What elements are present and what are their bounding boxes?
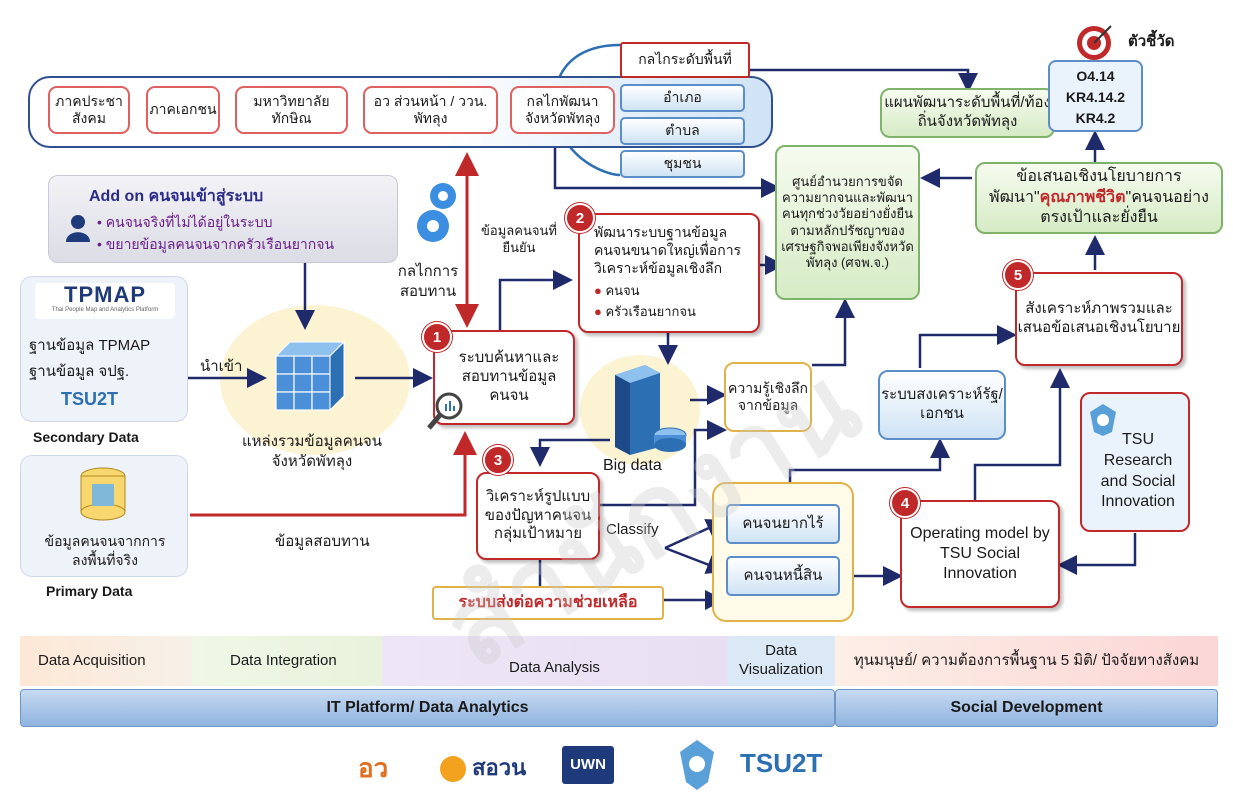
footer-logos: อว สอวน UWN TSU2T [350,740,830,795]
step2-box: พัฒนาระบบฐานข้อมูลคนจนขนาดใหญ่เพื่อการวิ… [578,213,760,333]
big-data-label: Big data [603,457,662,474]
referral-system: ระบบส่งต่อความช่วยเหลือ [432,586,664,620]
primary-text: ข้อมูลคนจนจากการลงพื้นที่จริง [44,533,166,568]
band-acquisition: Data Acquisition [20,636,192,686]
step2-number: 2 [565,203,595,233]
user-icon [65,214,91,242]
area-district: อำเภอ [620,84,745,112]
band-social: ทุนมนุษย์/ ความต้องการพื้นฐาน 5 มิติ/ ปั… [835,636,1218,686]
survey-data-label: ข้อมูลสอบทาน [275,533,370,550]
stakeholder-university: มหาวิทยาลัยทักษิณ [235,86,348,134]
step5-number: 5 [1003,260,1033,290]
kpi-item-2: KR4.14.2 [1065,89,1126,105]
band-analysis: Data Analysis [382,636,727,686]
secondary-caption: Secondary Data [33,429,139,445]
logo-ministry: อว [358,753,389,783]
kpi-item-3: KR4.2 [1075,110,1116,126]
it-platform-bar: IT Platform/ Data Analytics [20,689,835,727]
target-icon [1075,24,1113,62]
logo-tsu2t: TSU2T [740,748,823,778]
kpi-box: O4.14 KR4.14.2 KR4.2 [1048,60,1143,132]
step3-number: 3 [483,445,513,475]
insight-box: ความรู้เชิงลึกจากข้อมูล [724,362,812,432]
logo-tsri: สอวน [440,750,526,785]
secondary-data-panel: TPMAP Thai People Map and Analytics Plat… [20,276,188,422]
groups-panel [712,482,854,622]
poverty-center-box: ศูนย์อำนวยการขจัดความยากจนและพัฒนาคนทุกช… [775,145,920,300]
gear-icon [415,178,471,248]
data-pool-label: แหล่งรวมข้อมูลคนจนจังหวัดพัทลุง [241,433,383,470]
step4-box: Operating model by TSU Social Innovation [900,500,1060,608]
tsu2t-logo: TSU2T [61,389,119,409]
stakeholder-private-sector: ภาคเอกชน [146,86,220,134]
addon-item-1: • คนจนจริงที่ไม่ได้อยู่ในระบบ [97,214,273,230]
step3-box: วิเคราะห์รูปแบบของปัญหาคนจนกลุ่มเป้าหมาย [476,472,600,560]
verified-data-label: ข้อมูลคนจนที่ยืนยัน [481,223,557,255]
import-label: นำเข้า [200,358,243,375]
group-debt: คนจนหนี้สิน [726,556,840,596]
database-icon [76,466,131,521]
stakeholder-provincial-mechanism: กลไกพัฒนาจังหวัดพัทลุง [510,86,615,134]
kpi-item-1: O4.14 [1076,68,1115,84]
area-community: ชุมชน [620,150,745,178]
policy-box: ข้อเสนอเชิงนโยบายการพัฒนา"คุณภาพชีวิต"คน… [975,162,1223,234]
welfare-box: ระบบสงเคราะห์รัฐ/ เอกชน [878,370,1006,440]
addon-item-2: • ขยายข้อมูลคนจนจากครัวเรือนยากจน [97,236,335,252]
secondary-line-1: ฐานข้อมูล TPMAP [29,337,151,354]
kpi-title: ตัวชี้วัด [1128,33,1175,50]
stakeholder-provincial-gov: อว ส่วนหน้า / ววน. พัทลุง [363,86,498,134]
magnifier-icon [425,390,467,432]
group-destitute: คนจนยากไร้ [726,504,840,544]
classify-label: Classify [606,521,659,538]
band-integration: Data Integration [192,636,382,686]
tpmap-logo: TPMAP Thai People Map and Analytics Plat… [35,283,175,319]
stakeholder-civil-society: ภาคประชาสังคม [48,86,130,134]
tsu-research-box: TSU Research and Social Innovation [1080,392,1190,532]
primary-data-panel: ข้อมูลคนจนจากการลงพื้นที่จริง [20,455,188,577]
verify-mechanism-label: กลไกการสอบทาน [397,263,459,300]
data-cube-icon [270,338,350,418]
step4-number: 4 [890,488,920,518]
primary-caption: Primary Data [46,583,133,599]
addon-panel: Add on คนจนเข้าสู่ระบบ • คนจนจริงที่ไม่ไ… [48,175,398,263]
tsu-emblem-icon [1090,404,1116,436]
area-subdistrict: ตำบล [620,117,745,145]
step5-box: สังเคราะห์ภาพรวมและเสนอข้อเสนอเชิงนโยบาย [1015,272,1183,366]
addon-title: Add on คนจนเข้าสู่ระบบ [89,188,264,205]
server-icon [605,365,690,455]
band-visualization: Data Visualization [727,636,835,686]
secondary-line-2: ฐานข้อมูล จปฐ. [29,363,130,380]
logo-uwn: UWN [562,746,614,784]
step1-number: 1 [422,322,452,352]
area-plan-box: แผนพัฒนาระดับพื้นที่/ท้องถิ่นจังหวัดพัทล… [880,88,1055,138]
area-mechanism-title: กลไกระดับพื้นที่ [620,42,750,78]
logo-tsu [680,740,714,790]
social-dev-bar: Social Development [835,689,1218,727]
